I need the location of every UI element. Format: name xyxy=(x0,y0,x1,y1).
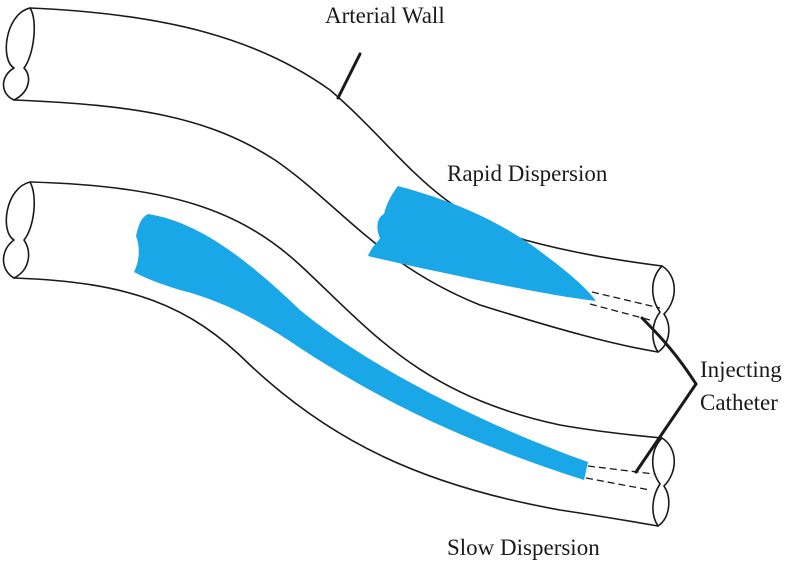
upper-catheter-top xyxy=(591,291,661,309)
slow-dye-plume xyxy=(134,214,588,480)
upper-artery-bottom-wall xyxy=(13,99,659,353)
lower-artery-right-opening xyxy=(651,437,676,527)
upper-artery-right-opening xyxy=(651,265,676,353)
rapid-dispersion-label: Rapid Dispersion xyxy=(447,161,608,186)
upper-artery xyxy=(2,7,676,353)
lower-artery-top-wall xyxy=(29,181,663,439)
slow-dispersion-label: Slow Dispersion xyxy=(447,535,600,560)
lower-catheter-bottom xyxy=(585,477,651,491)
lower-artery xyxy=(2,181,676,527)
arterial-wall-label: Arterial Wall xyxy=(325,3,445,28)
rapid-dye-plume xyxy=(368,186,596,301)
upper-artery-left-opening xyxy=(2,7,36,101)
arterial-wall-leader xyxy=(336,52,362,100)
lower-artery-bottom-wall xyxy=(13,277,659,527)
lower-artery-left-opening xyxy=(2,181,36,279)
upper-artery-top-wall xyxy=(29,7,663,267)
injecting-catheter-label-line2: Catheter xyxy=(700,390,778,415)
injecting-catheter-label-line1: Injecting xyxy=(700,357,782,382)
injecting-catheter-leader-upper xyxy=(640,316,698,386)
injecting-catheter-leader-lower xyxy=(634,382,698,474)
lower-catheter-top xyxy=(587,465,655,475)
